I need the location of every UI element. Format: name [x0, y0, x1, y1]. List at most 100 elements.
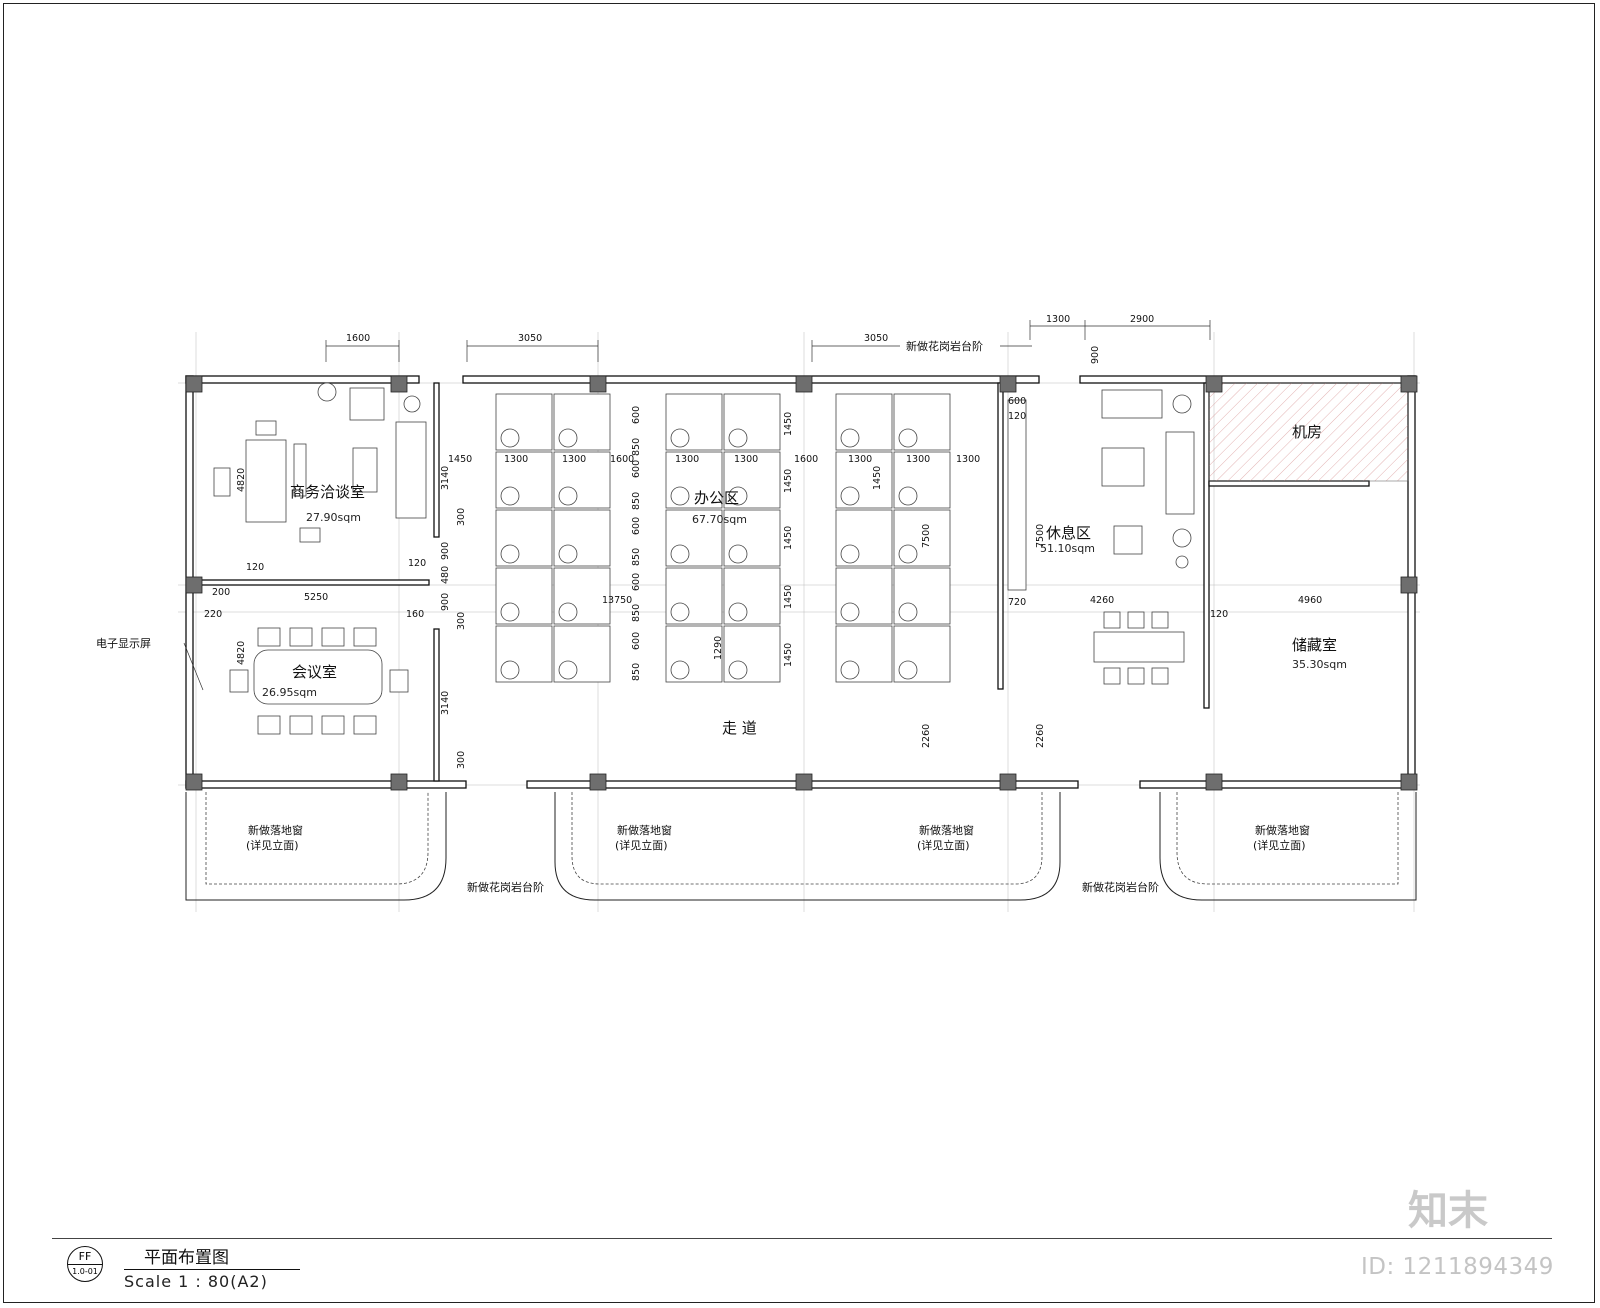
dim-top-1: 1600	[346, 333, 370, 344]
drawing-scale: Scale 1 : 80(A2)	[124, 1269, 300, 1291]
interior-partitions	[192, 382, 1409, 782]
room-name-machine: 机房	[1292, 423, 1322, 441]
dim-row-10: 1300	[956, 454, 980, 465]
dim-left-height-2: 4820	[236, 641, 247, 665]
room-area-office: 67.70sqm	[692, 513, 747, 526]
room-name-storage: 储藏室	[1292, 636, 1337, 654]
dim-top-4: 1300	[1046, 314, 1070, 325]
dim-top-2: 3050	[518, 333, 542, 344]
dim-col3-1: 1450	[872, 466, 883, 490]
room-area-storage: 35.30sqm	[1292, 658, 1347, 671]
note-see-elevation-1: (详见立面)	[246, 838, 299, 852]
workstation-chair	[500, 660, 520, 680]
dim-row-6: 1300	[734, 454, 758, 465]
dim-kitchen-3: 720	[1008, 597, 1026, 608]
dim-mid-3: 900	[440, 542, 451, 560]
dim-col-8: 850	[631, 604, 642, 622]
workstation-chair	[728, 428, 748, 448]
dimension-labels: 1600 3050 3050 1300 2900 1450 1300 1300 …	[204, 314, 1322, 769]
dim-col-2: 850	[631, 438, 642, 456]
workstation-chair	[500, 486, 520, 506]
drawing-code-top: FF	[78, 1250, 92, 1263]
dim-desk: 1290	[713, 636, 724, 660]
dim-mid-8: 300	[456, 751, 467, 769]
dim-mid-1: 3140	[440, 466, 451, 490]
drawing-title: 平面布置图	[144, 1248, 229, 1268]
dim-col2-4: 1450	[783, 585, 794, 609]
dim-small-3: 220	[204, 609, 222, 620]
note-window-2: 新做落地窗	[617, 823, 672, 837]
note-see-elevation-3: (详见立面)	[917, 838, 970, 852]
dim-corridor-1: 2260	[921, 724, 932, 748]
workstation-chair	[898, 544, 918, 564]
workstation-chair	[728, 602, 748, 622]
workstation-chair	[500, 602, 520, 622]
dim-col-1: 600	[631, 406, 642, 424]
workstation-chair	[840, 660, 860, 680]
note-see-elevation-2: (详见立面)	[615, 838, 668, 852]
dim-row-9: 1300	[906, 454, 930, 465]
room-name-corridor: 走 道	[722, 719, 757, 737]
workstation-chair	[898, 602, 918, 622]
workstation-chair	[558, 660, 578, 680]
workstation-chair	[500, 428, 520, 448]
dim-mid-4: 480	[440, 566, 451, 584]
note-electronic-screen: 电子显示屏	[96, 637, 151, 650]
workstation-desk	[723, 567, 781, 625]
dim-total-width: 13750	[602, 595, 632, 606]
note-window-4: 新做落地窗	[1255, 823, 1310, 837]
dim-row-7: 1600	[794, 454, 818, 465]
dim-col2-5: 1450	[783, 643, 794, 667]
dim-col-7: 600	[631, 573, 642, 591]
top-dimension-lines	[325, 320, 1211, 362]
title-block: FF 1.0-01 平面布置图 Scale 1 : 80(A2)	[52, 1238, 1552, 1300]
dim-row-2: 1300	[504, 454, 528, 465]
dim-kitchen-2: 120	[1008, 411, 1026, 422]
note-granite-steps-1: 新做花岗岩台阶	[467, 880, 544, 894]
dim-col2-3: 1450	[783, 526, 794, 550]
business-room-furniture	[213, 382, 427, 543]
conference-furniture	[229, 627, 409, 735]
dim-partition: 5250	[304, 592, 328, 603]
workstation-chair	[840, 428, 860, 448]
workstation-chair	[898, 428, 918, 448]
dim-row-4: 1600	[610, 454, 634, 465]
note-window-3: 新做落地窗	[919, 823, 974, 837]
workstation-chair	[558, 544, 578, 564]
drawing-frame	[3, 3, 1595, 1303]
note-see-elevation-4: (详见立面)	[1253, 838, 1306, 852]
dim-lounge-height: 7500	[1035, 524, 1046, 548]
dim-left-height-1: 4820	[236, 468, 247, 492]
dim-storage-offset: 120	[1210, 609, 1228, 620]
workstation-chair	[670, 544, 690, 564]
workstation-chair	[500, 544, 520, 564]
workstation-chair	[898, 486, 918, 506]
drawing-code-bottom: 1.0-01	[72, 1267, 98, 1276]
workstation-chair	[840, 544, 860, 564]
workstation-chair	[728, 486, 748, 506]
note-window-1: 新做落地窗	[248, 823, 303, 837]
dim-small-5: 120	[408, 558, 426, 569]
dim-col-6: 850	[631, 548, 642, 566]
dim-mid-2: 300	[456, 508, 467, 526]
structural-columns	[185, 375, 1418, 791]
workstation-chair	[558, 602, 578, 622]
watermark-id: ID: 1211894349	[1361, 1254, 1554, 1280]
machine-room-hatch	[1208, 382, 1409, 482]
dim-row-5: 1300	[675, 454, 699, 465]
dim-col-9: 600	[631, 632, 642, 650]
dim-col2-2: 1450	[783, 469, 794, 493]
dim-mid-6: 300	[456, 612, 467, 630]
room-name-office: 办公区	[694, 489, 739, 507]
dim-small-2: 200	[212, 587, 230, 598]
workstation-chair	[670, 602, 690, 622]
room-area-conference: 26.95sqm	[262, 686, 317, 699]
lounge-furniture	[1007, 389, 1195, 685]
room-area-business: 27.90sqm	[306, 511, 361, 524]
room-name-lounge: 休息区	[1046, 524, 1091, 542]
dim-top-5: 2900	[1130, 314, 1154, 325]
note-granite-steps-top: 新做花岗岩台阶	[906, 339, 983, 353]
dim-storage-width: 4960	[1298, 595, 1322, 606]
dim-col2-1: 1450	[783, 412, 794, 436]
workstation-chair	[558, 428, 578, 448]
